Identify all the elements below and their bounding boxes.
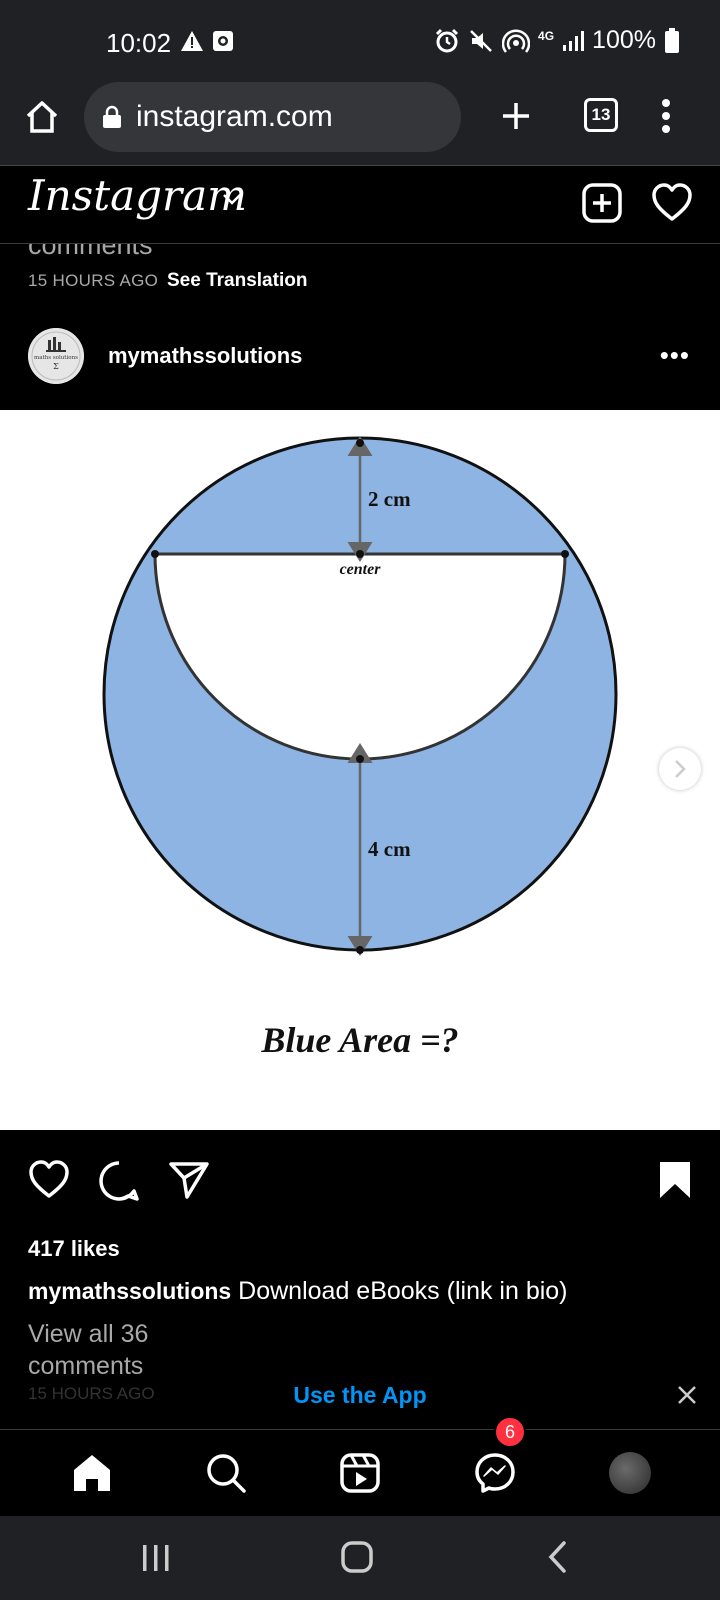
instagram-header: Instagram xyxy=(0,167,720,244)
menu-dots-icon[interactable] xyxy=(660,98,672,134)
label-center: center xyxy=(340,561,382,578)
home-icon[interactable] xyxy=(24,99,60,135)
messenger-badge: 6 xyxy=(494,1416,526,1448)
nav-reels-icon[interactable] xyxy=(339,1452,381,1494)
nav-profile-avatar[interactable] xyxy=(609,1452,651,1494)
post-header: maths solutions Σ mymathssolutions ••• xyxy=(0,314,720,410)
url-text: instagram.com xyxy=(136,100,333,133)
post-username[interactable]: mymathssolutions xyxy=(108,343,303,368)
heart-icon[interactable] xyxy=(651,183,693,223)
previous-comments-fragment[interactable]: comments xyxy=(28,244,153,260)
caption-text: Download eBooks (link in bio) xyxy=(238,1277,568,1305)
point-top xyxy=(356,439,364,447)
new-tab-icon[interactable] xyxy=(500,100,532,132)
caption-username[interactable]: mymathssolutions xyxy=(28,1278,232,1304)
hotspot-icon xyxy=(502,28,531,53)
label-4cm: 4 cm xyxy=(368,837,411,861)
system-navigation-bar xyxy=(0,1516,720,1600)
view-all-comments-link[interactable]: View all 36 comments xyxy=(28,1320,149,1376)
likes-count[interactable]: 417 likes xyxy=(28,1236,120,1261)
back-icon[interactable] xyxy=(546,1540,570,1574)
point-outer-bottom xyxy=(356,946,364,954)
use-the-app-link[interactable]: Use the App xyxy=(293,1382,427,1408)
nav-home-icon[interactable] xyxy=(71,1452,113,1494)
status-notification-icons xyxy=(180,30,234,52)
previous-post-footer: comments 15 HOURS AGO See Translation xyxy=(0,244,720,304)
nav-messenger-icon[interactable] xyxy=(474,1452,516,1494)
like-heart-icon[interactable] xyxy=(28,1160,70,1200)
post-image[interactable]: 2 cm center 4 cm Blue Area =? xyxy=(0,410,720,1130)
question-text: Blue Area =? xyxy=(260,1020,458,1060)
status-time: 10:02 xyxy=(106,28,172,58)
lock-icon xyxy=(103,105,121,128)
point-center xyxy=(356,550,364,558)
alarm-icon xyxy=(435,28,459,52)
battery-icon xyxy=(665,27,679,53)
mute-icon xyxy=(470,29,492,52)
chevron-right-icon xyxy=(675,760,686,778)
browser-toolbar: instagram.com 13 xyxy=(0,82,720,166)
previous-post-timestamp: 15 HOURS AGO xyxy=(28,271,159,290)
close-icon[interactable] xyxy=(676,1384,698,1406)
address-bar[interactable]: instagram.com xyxy=(84,82,461,152)
label-2cm: 2 cm xyxy=(368,487,411,511)
svg-text:Σ: Σ xyxy=(53,362,59,371)
network-type: 4G xyxy=(538,28,555,43)
point-inner-bottom xyxy=(356,755,364,763)
blue-area-figure: 2 cm center 4 cm Blue Area =? xyxy=(102,436,618,1060)
bottom-navigation: 6 xyxy=(0,1416,720,1515)
comment-icon[interactable] xyxy=(98,1160,140,1202)
carousel-next-button[interactable] xyxy=(659,748,701,790)
point-left xyxy=(151,550,159,558)
post-caption: mymathssolutions Download eBooks (link i… xyxy=(28,1277,698,1306)
warning-icon xyxy=(181,31,203,51)
point-right xyxy=(561,550,569,558)
bookmark-icon[interactable] xyxy=(658,1160,692,1200)
signal-icon xyxy=(563,30,585,51)
avatar-logo: maths solutions Σ xyxy=(28,328,84,384)
system-home-icon[interactable] xyxy=(340,1540,374,1574)
new-post-icon[interactable] xyxy=(582,183,622,223)
share-send-icon[interactable] xyxy=(168,1160,210,1200)
use-app-banner: Use the App xyxy=(0,1372,720,1428)
instagram-logo[interactable]: Instagram xyxy=(28,171,247,220)
tab-count: 13 xyxy=(591,105,611,124)
battery-percent: 100% xyxy=(592,26,656,54)
recent-apps-icon[interactable] xyxy=(140,1542,172,1574)
status-right-group: 4G 100% xyxy=(434,26,680,55)
status-bar: 10:02 4G 100% xyxy=(0,0,720,82)
post-timestamp: 15 HOURS AGO xyxy=(28,1384,155,1403)
post-options-button[interactable]: ••• xyxy=(659,340,690,370)
chevron-down-icon[interactable] xyxy=(222,192,242,206)
see-translation-link[interactable]: See Translation xyxy=(167,270,308,291)
tab-switcher-button[interactable]: 13 xyxy=(584,98,618,132)
screenshot-icon xyxy=(213,31,233,51)
avatar[interactable]: maths solutions Σ xyxy=(28,328,84,384)
nav-search-icon[interactable] xyxy=(205,1452,247,1494)
avatar-text: maths solutions xyxy=(34,355,78,361)
post-actions xyxy=(0,1160,720,1210)
